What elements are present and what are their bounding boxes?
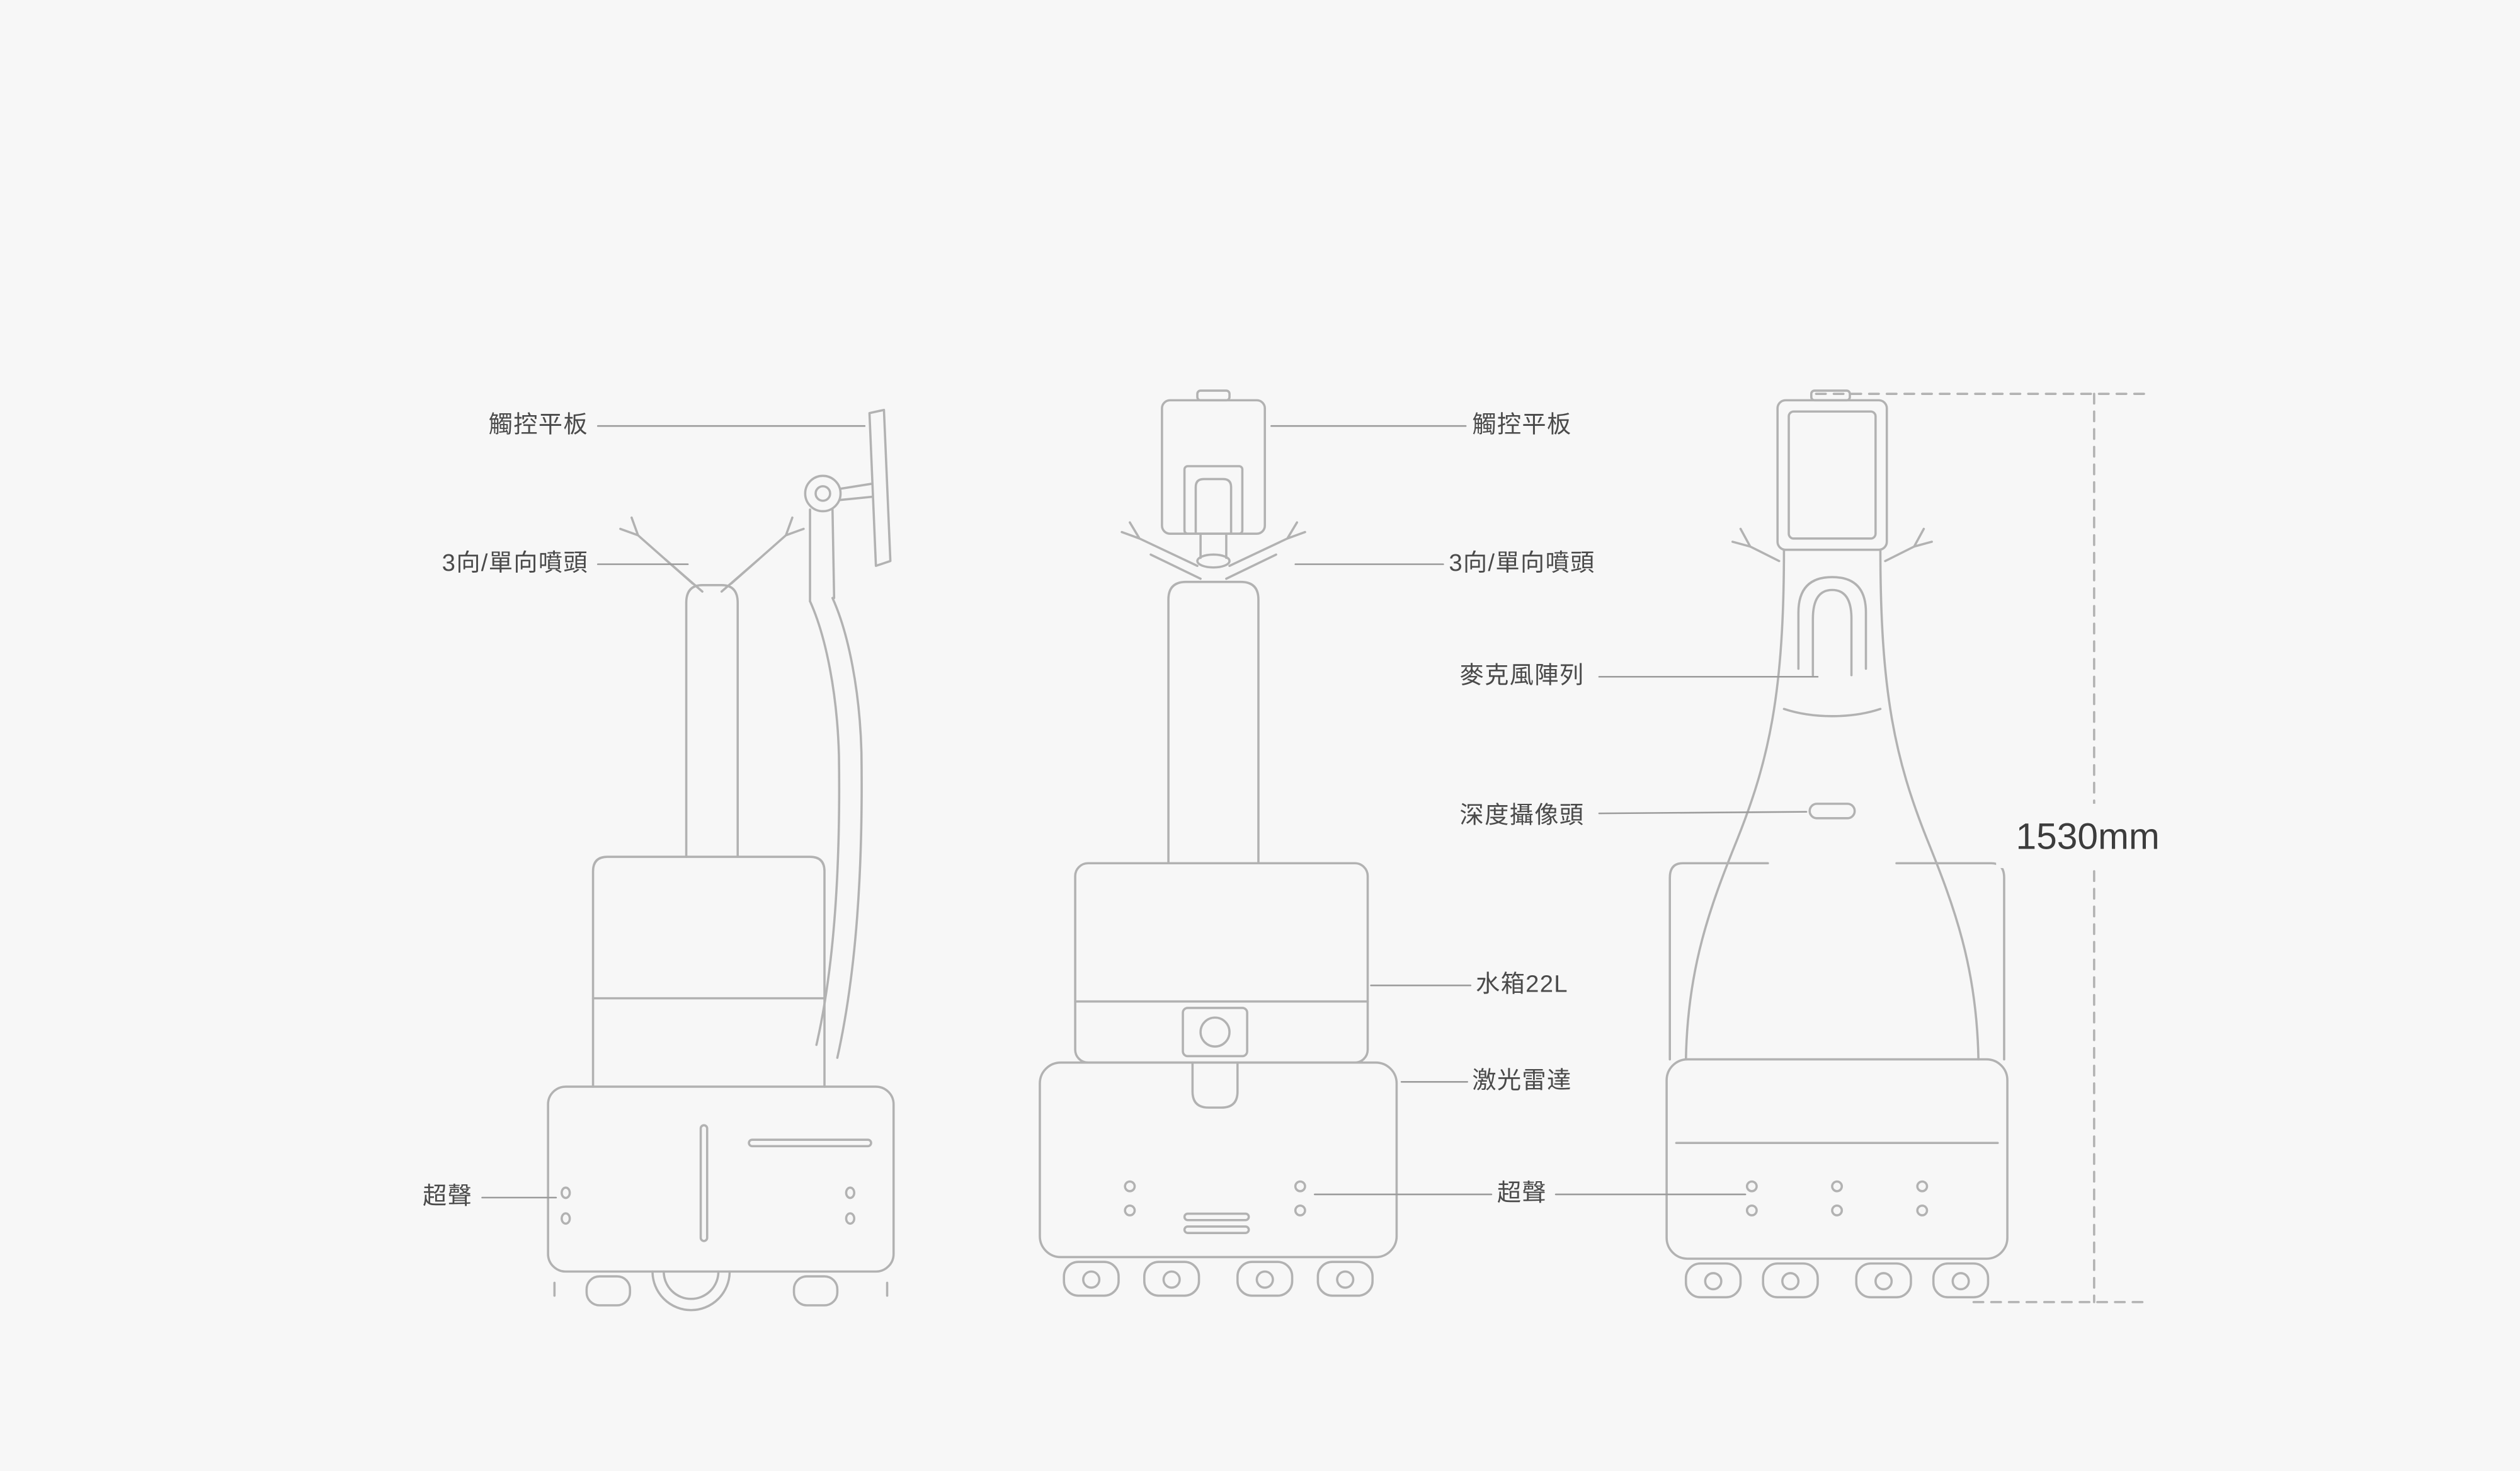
robot-back-view [1665,389,2009,1299]
dimension-lines [1815,392,2152,1303]
callout-lidar: 激光雷達 [1472,1067,1572,1095]
tank-back [1668,862,1769,1061]
tablet-back [1776,399,1888,551]
nozzle-back [1731,527,1781,563]
ultrasonic-sensors-front [1124,1180,1136,1193]
dimension-height-label: 1530mm [1996,803,2180,868]
nozzle-front [1120,521,1199,567]
callout-touch-panel: 觸控平板 [1472,411,1572,439]
ultrasonic-sensors-back [1745,1180,1758,1193]
tank-side [591,856,826,1088]
leader-depth-camera [1598,811,1808,815]
tank-front [1074,862,1369,1064]
robot-front-view [1039,389,1398,1297]
callout-spray-nozzle: 3向/單向噴頭 [1449,549,1595,578]
wheels-side [651,1270,731,1312]
tablet-joint [804,474,842,513]
callout-ultrasonic-side: 超聲 [423,1183,473,1211]
base-front [1039,1061,1398,1259]
callout-touch-panel-side: 觸控平板 [488,411,588,439]
robot-side-view [547,408,895,1312]
callout-depth-camera: 深度攝像頭 [1459,802,1585,830]
base-side [547,1085,895,1273]
microphone-array-area [1782,707,1882,718]
wheels-front [1063,1261,1120,1297]
callout-microphone-array: 麥克風陣列 [1459,662,1585,690]
lidar-notch [1191,1061,1239,1109]
tablet-side [868,408,892,567]
callout-water-tank: 水箱22L [1476,971,1568,999]
ultrasonic-sensors-side [561,1186,571,1199]
back-column [1684,548,1786,1061]
wheels-back [1684,1262,1742,1299]
callout-spray-nozzle-side: 3向/單向噴頭 [442,549,588,578]
callout-ultrasonic: 超聲 [1497,1179,1548,1208]
leader-lines [481,425,1819,1199]
base-back [1665,1058,2009,1260]
depth-camera-slot [1808,803,1856,820]
